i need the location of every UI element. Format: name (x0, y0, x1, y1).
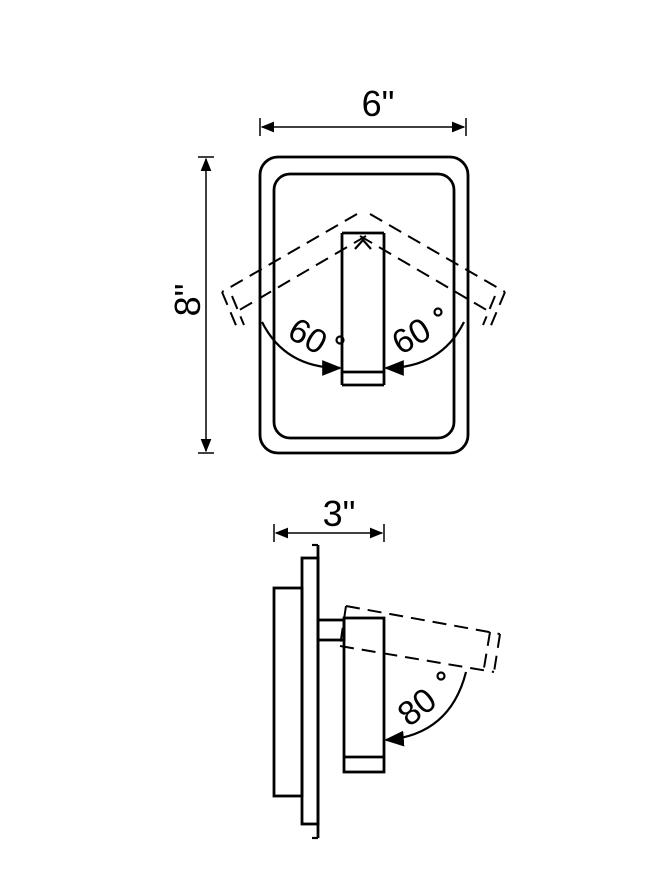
tilt-arc (384, 671, 468, 747)
side-plate (300, 556, 320, 826)
side-lamp-head (342, 616, 386, 774)
width-label: 6" (362, 83, 395, 124)
depth-dimension: 3" (273, 493, 385, 542)
side-view: 3" 80 (272, 493, 501, 840)
backplate-inner (272, 172, 456, 440)
height-dimension: 8" (167, 156, 214, 454)
pivot-dot (335, 335, 345, 345)
width-dimension: 6" (259, 83, 467, 136)
height-label: 8" (167, 284, 208, 317)
depth-label: 3" (323, 493, 356, 534)
front-view: 6" 8" (167, 83, 506, 455)
left-rotation-arc (261, 321, 342, 376)
right-angle-label: 60 (386, 311, 438, 363)
lamp-arm-rotated-left (221, 213, 367, 331)
pivot-dot (433, 307, 443, 317)
pivot-dot (436, 671, 446, 681)
right-rotation-arc (384, 321, 465, 376)
lamp-arm-rotated-right (359, 213, 506, 331)
lamp-arm (340, 231, 386, 387)
backplate-outer (258, 155, 470, 455)
wall-box (272, 586, 304, 798)
tilt-angle-label: 80 (391, 681, 444, 734)
side-lamp-tilted (339, 605, 501, 673)
side-stem (316, 618, 346, 642)
